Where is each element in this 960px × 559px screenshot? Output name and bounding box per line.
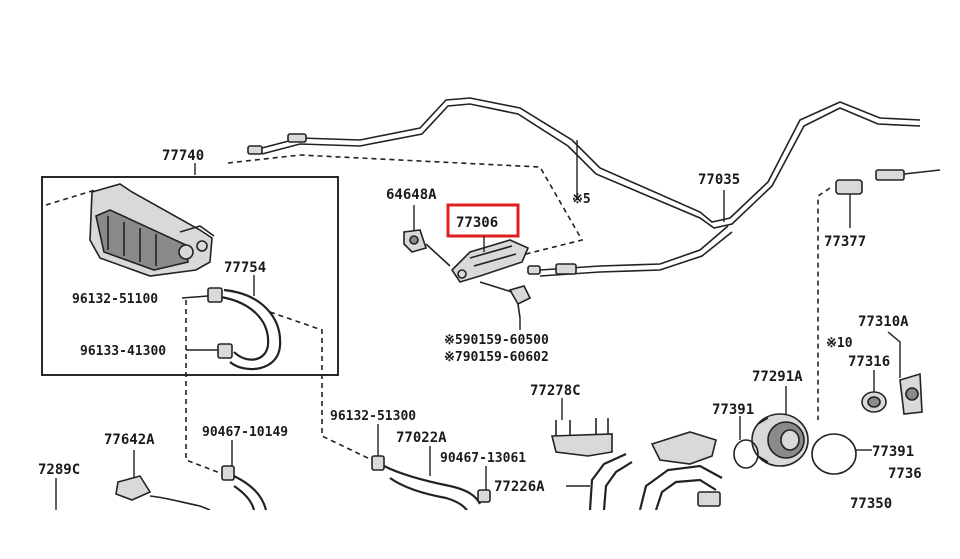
- label-note-10: ※10: [826, 336, 853, 351]
- bracket-77306[interactable]: [450, 239, 530, 283]
- dash-right-upper: [817, 187, 831, 420]
- part-77642a[interactable]: [115, 475, 211, 511]
- label-96133-41300: 96133-41300: [80, 344, 166, 359]
- pump-77291a[interactable]: [751, 413, 809, 467]
- dash-canister-down-left: [185, 300, 229, 477]
- pipe-77226a[interactable]: [588, 452, 633, 511]
- clip-link: [425, 243, 451, 267]
- clamp-96132-51300[interactable]: [371, 455, 385, 471]
- label-77291a: 77291A: [752, 369, 803, 385]
- label-77035: 77035: [698, 172, 740, 188]
- label-90467-13061: 90467-13061: [440, 451, 526, 466]
- part-77377[interactable]: [835, 169, 941, 195]
- leader-96132-51100: [181, 295, 209, 299]
- label-77022a: 77022A: [396, 430, 447, 446]
- label-790159-60602: ※790159-60602: [444, 350, 549, 365]
- label-77391-left: 77391: [712, 402, 754, 418]
- bolt-link: [479, 281, 513, 293]
- label-77226a: 77226A: [494, 479, 545, 495]
- label-77316: 77316: [848, 354, 890, 370]
- clamp-90467-13061[interactable]: [477, 489, 491, 503]
- label-77642a: 77642A: [104, 432, 155, 448]
- label-590159-60500: ※590159-60500: [444, 333, 549, 348]
- label-note-5: ※5: [572, 192, 591, 207]
- bolt-590159[interactable]: [508, 285, 532, 319]
- label-96132-51100: 96132-51100: [72, 292, 158, 307]
- part-77310a[interactable]: [899, 372, 923, 415]
- clamp-90467-10149[interactable]: [221, 465, 268, 511]
- dash-canister-down-right: [269, 311, 373, 461]
- label-77740: 77740: [162, 148, 204, 164]
- bottom-blank: [0, 510, 960, 559]
- label-77306[interactable]: 77306: [456, 215, 498, 231]
- leader-77310a: [887, 331, 901, 378]
- label-77350: 77350: [850, 496, 892, 512]
- ring-77391-right[interactable]: [811, 433, 857, 475]
- bracket-77278c[interactable]: [550, 418, 613, 457]
- part-77316[interactable]: [861, 391, 887, 413]
- canister-group-box: [41, 176, 339, 376]
- ring-77391-left[interactable]: [733, 439, 759, 469]
- clip-64648a[interactable]: [403, 229, 428, 253]
- label-77377: 77377: [824, 234, 866, 250]
- clamp-96133-41300[interactable]: [217, 343, 233, 359]
- hose-77022a[interactable]: [383, 465, 481, 513]
- label-7289c: 7289C: [38, 462, 80, 478]
- label-96132-51300: 96132-51300: [330, 409, 416, 424]
- highlight-box-77306: [446, 203, 520, 238]
- dash-route-upper: [227, 154, 584, 259]
- fuel-cable[interactable]: [247, 97, 921, 277]
- label-77310a: 77310A: [858, 314, 909, 330]
- charcoal-canister[interactable]: [89, 183, 215, 277]
- dash-canister-left: [45, 189, 96, 206]
- label-77754: 77754: [224, 260, 266, 276]
- filler-neck[interactable]: [638, 431, 723, 511]
- label-7736: 7736: [888, 466, 922, 482]
- label-64648a: 64648A: [386, 187, 437, 203]
- label-77391-right: 77391: [872, 444, 914, 460]
- label-90467-10149: 90467-10149: [202, 425, 288, 440]
- clamp-96132-51100[interactable]: [207, 287, 223, 303]
- label-77278c: 77278C: [530, 383, 581, 399]
- canister-hose[interactable]: [213, 288, 282, 371]
